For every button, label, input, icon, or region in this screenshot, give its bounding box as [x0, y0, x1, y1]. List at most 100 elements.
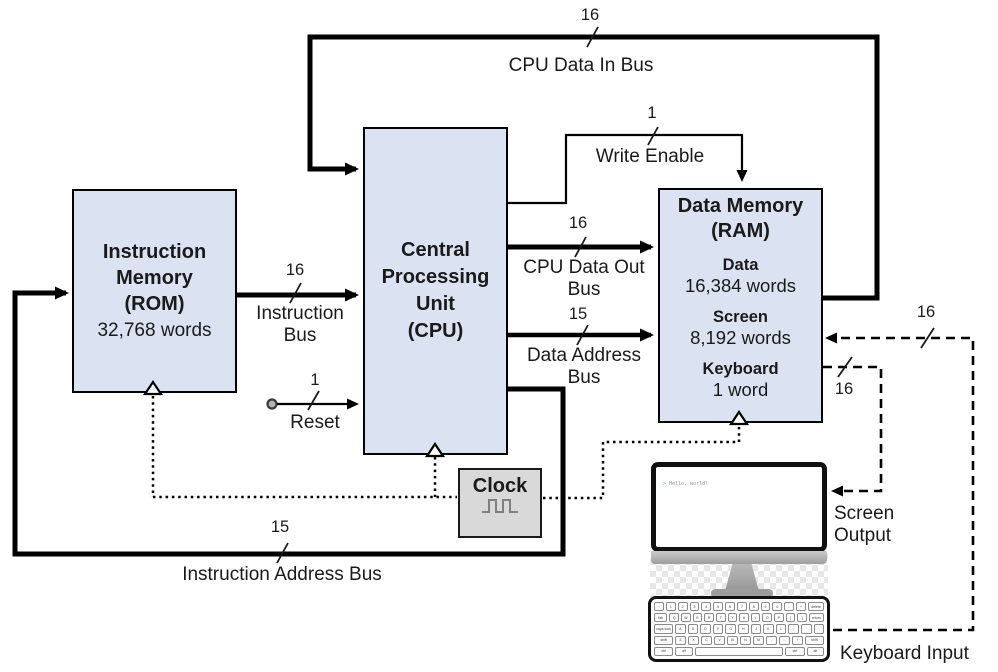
keyboard-key: 3: [689, 602, 700, 612]
keyboard-key: ctrl: [654, 646, 674, 657]
keyboard-key: S: [687, 624, 699, 634]
ram-section-screen-name: Screen: [712, 308, 769, 326]
reset-width: 1: [310, 371, 320, 389]
keyboard-input-width: 16: [916, 303, 936, 321]
keyboard-key: A: [675, 624, 686, 634]
ram-section-keyboard-name: Keyboard: [702, 360, 779, 378]
keyboard-key: G: [725, 624, 737, 634]
keyboard-key: R: [704, 613, 714, 623]
keyboard-key: P: [774, 613, 784, 623]
keyboard-key: .: [778, 635, 790, 645]
keyboard-key: E: [692, 613, 703, 623]
instruction-address-bus-label: Instruction Address Bus: [182, 564, 382, 585]
screen-output-label: Screen Output: [834, 503, 895, 546]
cpu-box: Central Processing Unit (CPU): [363, 127, 508, 455]
cpu-title-line: Processing: [381, 266, 490, 288]
keyboard-key: 2: [677, 602, 688, 612]
keyboard-key: I: [750, 613, 761, 623]
monitor-chin: [651, 551, 827, 564]
keyboard-key: ": [813, 624, 825, 634]
monitor-screen: > Hello, world!: [656, 467, 822, 547]
cpu-data-out-bus-label: CPU Data Out Bus: [523, 257, 645, 300]
reset-terminal: [266, 398, 278, 410]
ram-title-line: (RAM): [711, 220, 770, 242]
keyboard-key: delete: [807, 602, 825, 612]
keyboard-key: /: [791, 635, 803, 645]
data-address-bus-label: Data Address Bus: [526, 345, 642, 388]
keyboard-key: V: [714, 635, 726, 645]
keyboard-key: 0: [772, 602, 783, 612]
monitor-screen-text: > Hello, world!: [663, 481, 709, 487]
keyboard-key: shift: [654, 635, 674, 645]
cpu-data-in-bus-width: 16: [580, 6, 600, 24]
keyboard-key: D: [700, 624, 711, 634]
rom-title-line: Instruction: [102, 241, 207, 263]
keyboard-key: Q: [669, 613, 680, 623]
keyboard-key: L: [775, 624, 787, 634]
keyboard-key: tab: [654, 613, 668, 623]
ram-title-line: Data Memory: [677, 195, 804, 217]
keyboard-key: alt: [806, 646, 824, 657]
keyboard-key: ctrl: [785, 646, 805, 657]
keyboard-key: W: [681, 613, 691, 623]
cpu-title-line: Central: [401, 239, 470, 261]
ram-section-data-name: Data: [722, 256, 759, 274]
keyboard-key: K: [763, 624, 774, 634]
ram-section-data-size: 16,384 words: [684, 275, 797, 296]
write-enable-width: 1: [647, 104, 657, 122]
keyboard-key: U: [739, 613, 749, 623]
keyboard-key: +: [796, 602, 806, 612]
keyboard-key: J: [750, 624, 762, 634]
keyboard-key: ;: [788, 624, 799, 634]
write-enable-label: Write Enable: [595, 146, 705, 167]
keyboard-key: Z: [675, 635, 687, 645]
keyboard-key: X: [688, 635, 700, 645]
rom-title-line: Memory: [116, 267, 193, 289]
keyboard-key: ]: [797, 613, 807, 623]
reset-label: Reset: [290, 412, 340, 433]
keyboard-key: T: [715, 613, 726, 623]
keyboard-key: H: [738, 624, 749, 634]
keyboard-key: M: [752, 635, 764, 645]
keyboard-key: 1: [665, 602, 676, 612]
keyboard-key: 7: [736, 602, 747, 612]
instruction-bus-width: 16: [285, 261, 305, 279]
cpu-data-in-bus-label: CPU Data In Bus: [508, 55, 654, 76]
keyboard-key: B: [727, 635, 738, 645]
monitor: > Hello, world!: [651, 462, 827, 552]
keyboard-key: F: [712, 624, 724, 634]
keyboard-key: 6: [725, 602, 735, 612]
cpu-title-line: (CPU): [407, 320, 464, 342]
keyboard-key: ': [800, 624, 812, 634]
data-address-bus-width: 15: [568, 305, 588, 323]
clock-label: Clock: [472, 475, 528, 497]
keyboard-key: [694, 646, 784, 657]
monitor-base: [711, 589, 773, 598]
instruction-memory-rom-box: Instruction Memory (ROM) 32,768 words: [72, 189, 237, 393]
ram-section-keyboard-size: 1 word: [712, 379, 769, 400]
keyboard-key: alt: [675, 646, 693, 657]
data-memory-ram-box: Data Memory (RAM) Data 16,384 words Scre…: [658, 188, 823, 423]
keyboard-key: ~: [654, 602, 664, 612]
keyboard-key: O: [762, 613, 773, 623]
rom-title-line: (ROM): [124, 293, 185, 315]
keyboard-key: N: [740, 635, 751, 645]
instruction-bus-label: Instruction Bus: [256, 303, 344, 346]
keyboard-key: caps lock: [654, 624, 674, 634]
keyboard-key: 9: [760, 602, 771, 612]
cpu-title-line: Unit: [416, 293, 455, 315]
cpu-data-out-bus-width: 16: [568, 214, 588, 232]
screen-output-width: 16: [834, 380, 854, 398]
clock-box: Clock: [458, 468, 542, 538]
keyboard-key: [: [785, 613, 796, 623]
clock-waveform-icon: [482, 499, 518, 513]
keyboard-key: C: [701, 635, 713, 645]
instruction-address-bus-width: 15: [270, 518, 290, 536]
keyboard-key: ,: [765, 635, 777, 645]
